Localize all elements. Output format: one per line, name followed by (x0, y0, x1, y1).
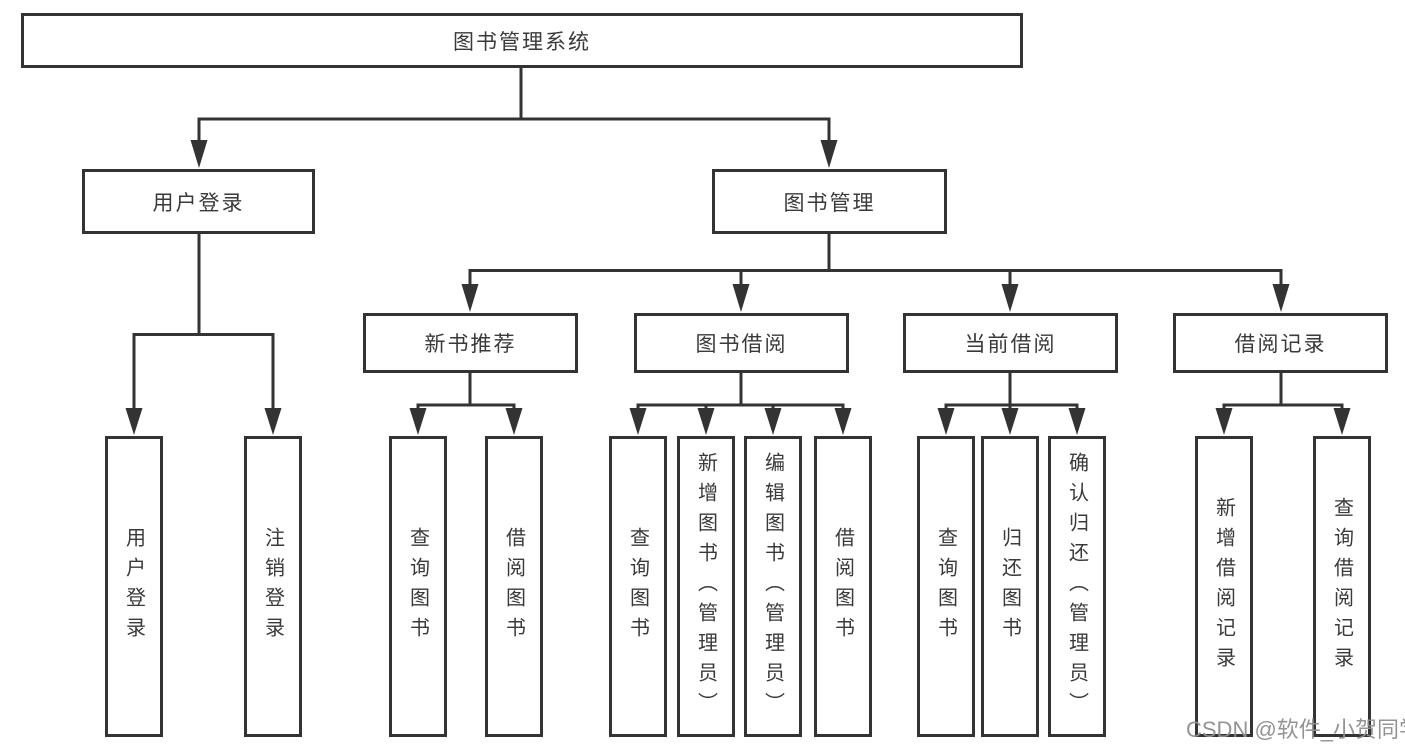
connector-book-borrow-to-leaves (629, 371, 852, 435)
leaf-borrow-books-recommend: 借阅图书 (485, 436, 543, 737)
connector-current-borrow-to-leaves (937, 371, 1086, 435)
connector-root-to-level2 (190, 67, 838, 168)
connector-user-login-to-leaves (125, 231, 282, 435)
node-new-book-recommend: 新书推荐 (363, 313, 578, 373)
leaf-add-book-admin: 新增图书（管理员） (677, 436, 735, 737)
connector-book-mgmt-to-level3 (461, 231, 1290, 312)
node-borrow-records: 借阅记录 (1173, 313, 1388, 373)
leaf-user-login: 用户登录 (105, 436, 163, 737)
leaf-query-books-recommend: 查询图书 (389, 436, 447, 737)
leaf-logout: 注销登录 (244, 436, 302, 737)
node-current-borrow: 当前借阅 (903, 313, 1118, 373)
leaf-query-borrow-record: 查询借阅记录 (1313, 436, 1371, 737)
leaf-borrow-books: 借阅图书 (814, 436, 872, 737)
node-book-management: 图书管理 (712, 169, 947, 234)
leaf-edit-book-admin: 编辑图书（管理员） (744, 436, 802, 737)
node-root-system: 图书管理系统 (21, 13, 1023, 68)
leaf-add-borrow-record: 新增借阅记录 (1195, 436, 1253, 737)
leaf-confirm-return-admin: 确认归还（管理员） (1048, 436, 1106, 737)
leaf-query-books-borrow: 查询图书 (609, 436, 667, 737)
leaf-return-books: 归还图书 (981, 436, 1039, 737)
node-book-borrow: 图书借阅 (634, 313, 849, 373)
leaf-query-books-current: 查询图书 (917, 436, 975, 737)
node-user-login: 用户登录 (82, 169, 315, 234)
connector-new-book-to-leaves (409, 371, 523, 435)
csdn-watermark: CSDN @软件_小贺同学 (1186, 717, 1405, 742)
connector-borrow-records-to-leaves (1215, 371, 1351, 435)
